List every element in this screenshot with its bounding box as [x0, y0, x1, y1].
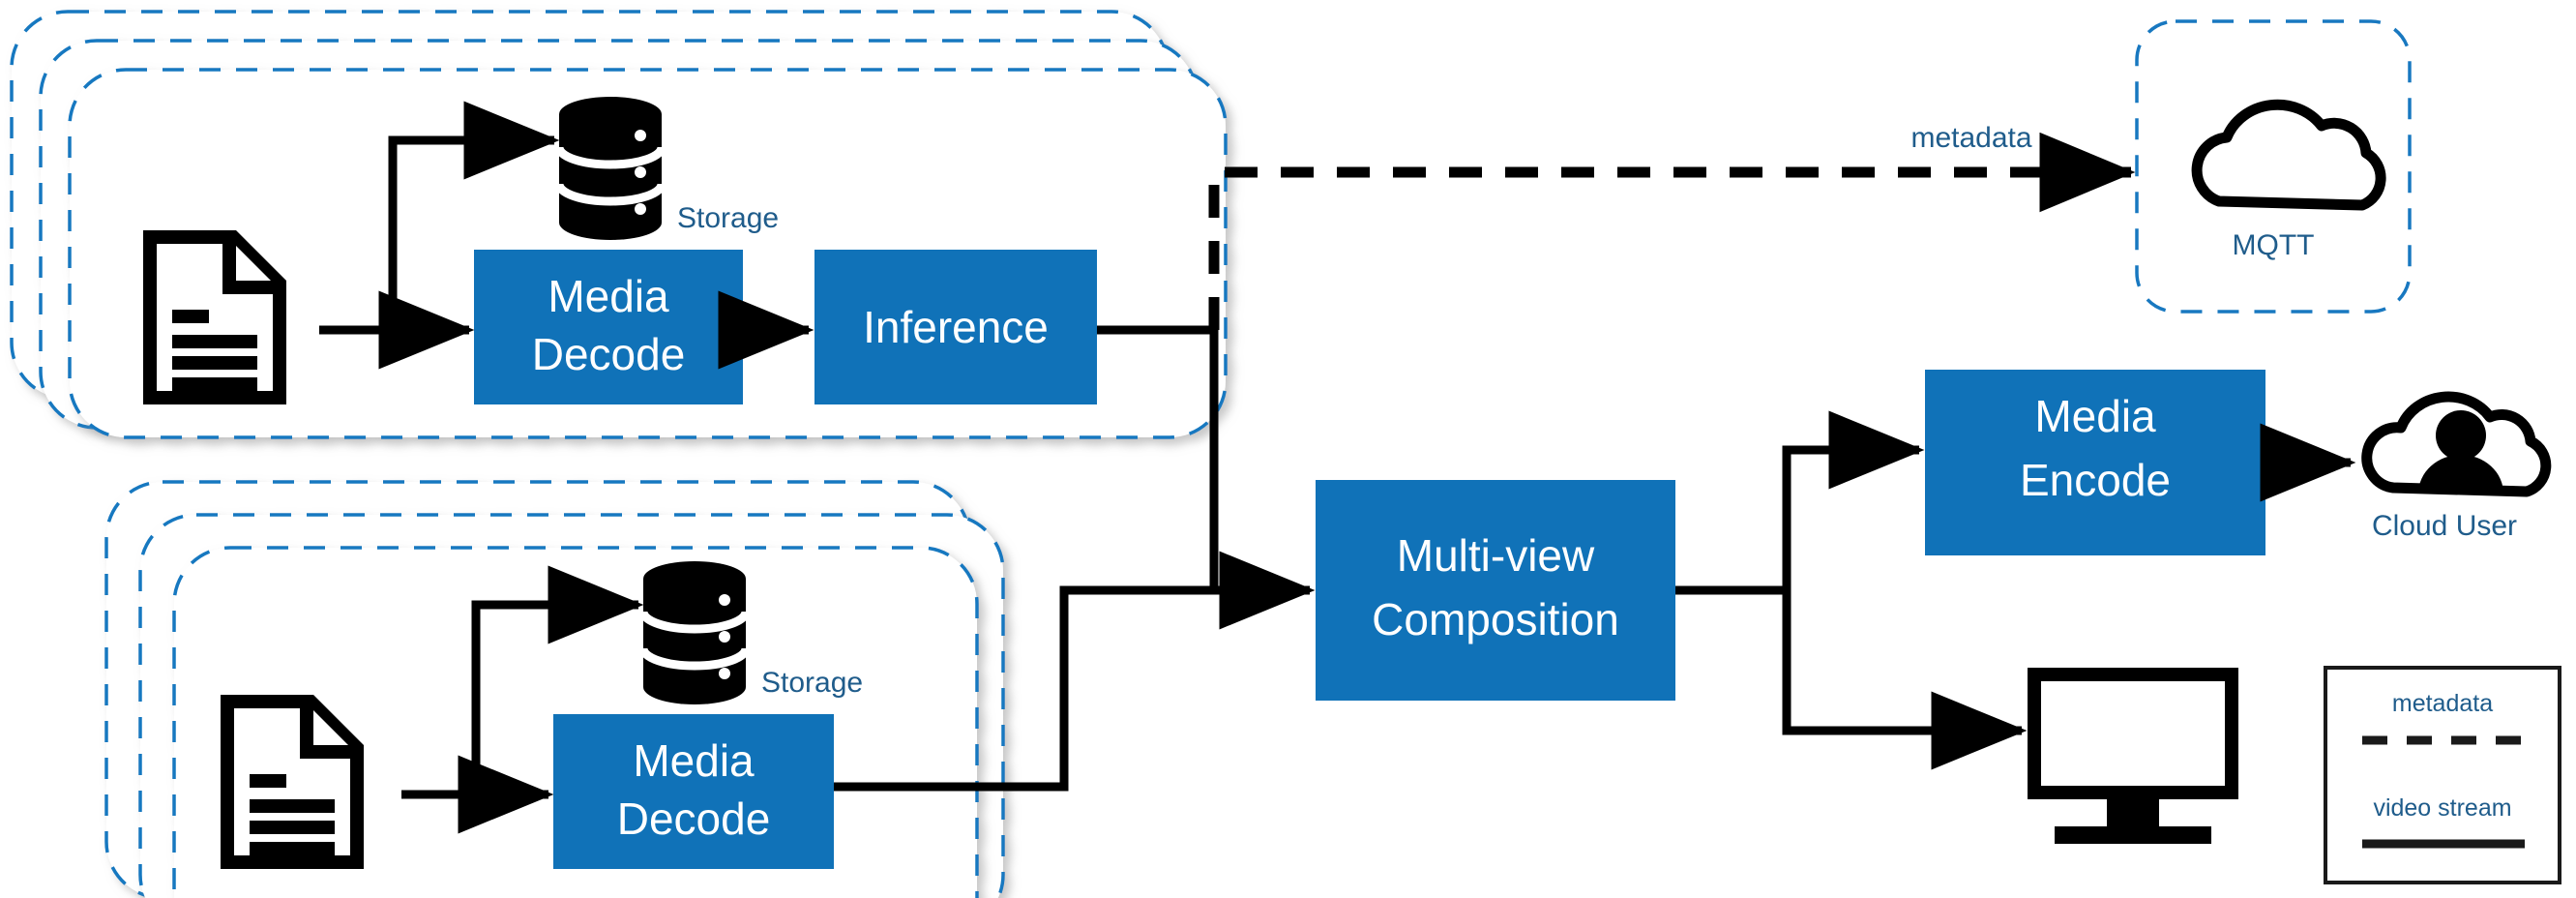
multi-view-composition-box[interactable]: [1316, 480, 1675, 701]
media-encode-label-line2: Encode: [2020, 455, 2171, 505]
inference-box[interactable]: [814, 250, 1097, 404]
multi-view-composition-label-line1: Multi-view: [1397, 530, 1595, 581]
edge-inference-to-composition: [1097, 325, 1316, 630]
media-decode-bottom-box[interactable]: [553, 714, 834, 869]
mqtt-group[interactable]: MQTT: [2135, 19, 2412, 314]
media-decode-top-label-line1: Media: [548, 271, 669, 321]
legend-video-stream-label: video stream: [2373, 794, 2511, 822]
top-pipeline-group[interactable]: Storage Media Decode Inference: [10, 10, 1228, 439]
cloud-outline-icon: [2191, 99, 2386, 211]
cloud-user-node[interactable]: Cloud User: [2361, 391, 2552, 542]
inference-label: Inference: [863, 302, 1049, 352]
cloud-user-label: Cloud User: [2372, 510, 2517, 542]
media-decode-top-label-line2: Decode: [532, 329, 686, 379]
storage-label-top: Storage: [677, 202, 779, 234]
storage-label-bottom: Storage: [761, 667, 863, 699]
bottom-pipeline-group[interactable]: Storage Media Decode: [104, 480, 1005, 898]
document-icon: [221, 695, 364, 869]
monitor-icon: [2028, 668, 2238, 844]
multi-view-composition-node[interactable]: Multi-view Composition: [1316, 480, 1675, 701]
legend-metadata-label: metadata: [2392, 690, 2493, 717]
media-decode-bottom-label-line1: Media: [633, 735, 755, 786]
edge-decode-bottom-to-composition: [834, 585, 1214, 792]
legend: metadata video stream: [2324, 666, 2561, 884]
edge-composition-to-display: [1782, 590, 2028, 770]
database-cylinder-icon: [638, 561, 751, 704]
media-decode-bottom-label-line2: Decode: [617, 793, 771, 844]
document-icon: [143, 230, 286, 404]
local-display-node[interactable]: [2028, 668, 2238, 844]
edge-composition-to-encode: [1675, 410, 1925, 595]
media-encode-node[interactable]: Media Encode: [1925, 370, 2265, 555]
edge-document-to-storage-top: [388, 101, 560, 330]
media-decode-top-box[interactable]: [474, 250, 743, 404]
database-cylinder-icon: [554, 97, 666, 240]
media-encode-label-line1: Media: [2034, 391, 2156, 441]
multi-view-composition-label-line2: Composition: [1372, 594, 1619, 644]
mqtt-label: MQTT: [2233, 229, 2315, 261]
edge-document-to-storage-bottom: [471, 565, 644, 794]
media-encode-box[interactable]: [1925, 370, 2265, 555]
metadata-edge-label: metadata: [1910, 122, 2031, 154]
cloud-user-icon: [2361, 391, 2552, 497]
